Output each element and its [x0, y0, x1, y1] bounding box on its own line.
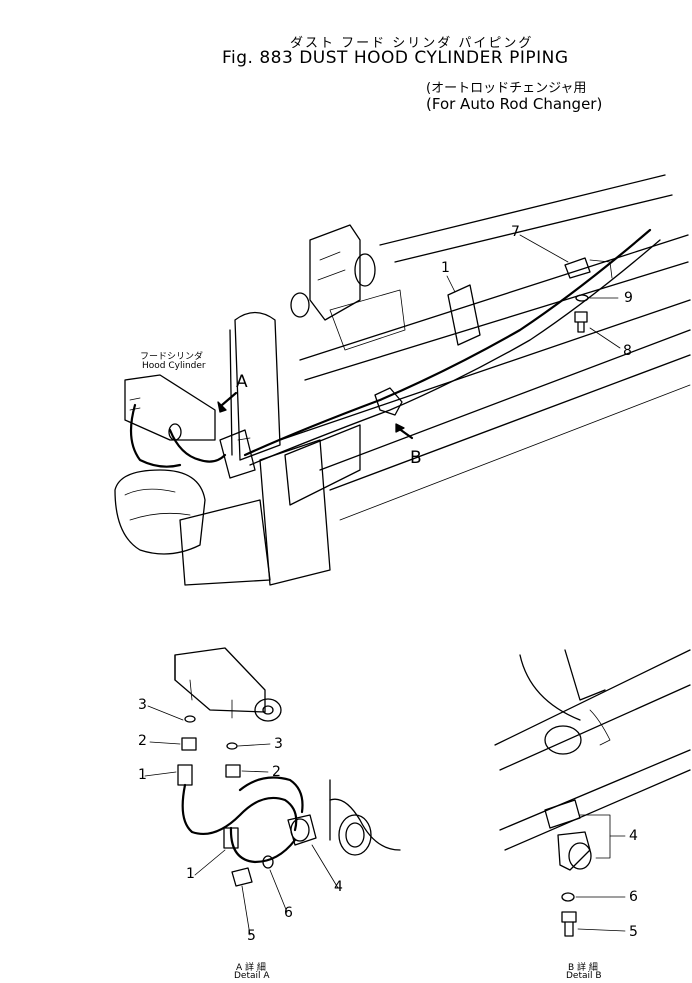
callout-a-3-left: 3: [138, 697, 147, 713]
callout-a-5: 5: [247, 928, 256, 944]
detail-a-view: [144, 647, 401, 936]
callout-main-8: 8: [623, 343, 632, 359]
callout-b-5: 5: [629, 924, 638, 940]
callout-b-4: 4: [629, 828, 638, 844]
detail-a-caption-jp: A 詳 細: [236, 963, 266, 973]
callout-main-9: 9: [624, 290, 633, 306]
callout-a-1-bottom: 1: [186, 866, 195, 882]
title-japanese: ダスト フード シリンダ パイピング: [290, 36, 534, 51]
main-assembly-view: [114, 174, 691, 586]
subtitle-english: (For Auto Rod Changer): [426, 95, 603, 113]
subtitle-japanese: (オートロッドチェンジャ用: [426, 81, 587, 96]
callout-a-2-left: 2: [138, 733, 147, 749]
callout-main-1: 1: [441, 260, 450, 276]
callout-a-2-right: 2: [272, 764, 281, 780]
detail-b-caption-en: Detail B: [566, 971, 602, 981]
view-b-marker: B: [410, 448, 422, 468]
callout-main-7: 7: [511, 224, 520, 240]
callout-a-6: 6: [284, 905, 293, 921]
hood-cylinder-label-en: Hood Cylinder: [142, 361, 206, 371]
title-english: Fig. 883 DUST HOOD CYLINDER PIPING: [222, 48, 569, 68]
callout-a-3-right: 3: [274, 736, 283, 752]
callout-a-1-left: 1: [138, 767, 147, 783]
detail-b-caption-jp: B 詳 細: [568, 963, 598, 973]
view-a-marker: A: [236, 372, 248, 392]
hood-cylinder-label-jp: フードシリンダ: [140, 352, 204, 362]
callout-b-6: 6: [629, 889, 638, 905]
callout-a-4: 4: [334, 879, 343, 895]
detail-a-caption-en: Detail A: [234, 971, 270, 981]
detail-b-view: [494, 649, 691, 937]
